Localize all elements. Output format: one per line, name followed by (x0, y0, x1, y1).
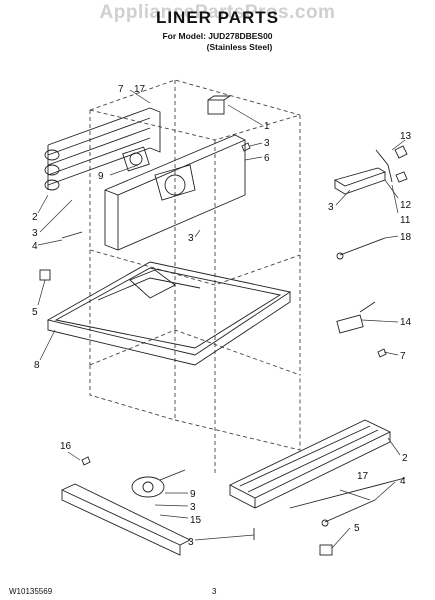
part-4-lower (321, 499, 376, 527)
callout-5: 5 (32, 307, 38, 318)
leader-lines (37, 89, 406, 549)
callout-12: 12 (400, 200, 412, 211)
callout-5: 5 (354, 523, 360, 534)
callout-7: 7 (118, 84, 124, 95)
callout-3: 3 (190, 502, 196, 513)
page-number: 3 (212, 587, 217, 596)
callout-3: 3 (264, 138, 270, 149)
part-4-harness-upper (61, 231, 83, 239)
page-title: LINER PARTS (155, 8, 280, 27)
callout-3: 3 (32, 228, 38, 239)
model-number: For Model: JUD278DBES00 (162, 31, 273, 41)
callout-2: 2 (402, 453, 408, 464)
fan-bracket-15 (61, 483, 192, 556)
screw-7 (377, 348, 387, 358)
callout-3: 3 (328, 202, 334, 213)
watermark: AppliancePartsPros.com (99, 2, 336, 23)
cabinet-outline (89, 79, 301, 475)
part-13-clip (394, 145, 408, 183)
callout-4: 4 (400, 476, 406, 487)
screw-16 (81, 456, 91, 466)
part-14-bracket (336, 301, 376, 334)
callout-13: 13 (400, 131, 412, 142)
callout-18: 18 (400, 232, 412, 243)
callout-8: 8 (34, 360, 40, 371)
callout-15: 15 (190, 515, 202, 526)
fan-motor-lower (131, 469, 186, 498)
callout-9: 9 (190, 489, 196, 500)
condenser-coil-upper (44, 107, 161, 191)
screw-1 (241, 142, 251, 152)
fan-motor-upper (122, 146, 150, 172)
callout-2: 2 (32, 212, 38, 223)
thermostat-1 (207, 95, 232, 115)
callout-17: 17 (134, 84, 146, 95)
callout-1: 1 (264, 121, 270, 132)
part-5-upper (39, 269, 51, 281)
callout-4: 4 (32, 241, 38, 252)
callout-3: 3 (188, 537, 194, 548)
document-number: W10135569 (9, 587, 53, 596)
callout-11: 11 (400, 215, 411, 226)
callout-9: 9 (98, 171, 104, 182)
callout-16: 16 (60, 441, 72, 452)
callout-7: 7 (400, 351, 406, 362)
callout-3: 3 (188, 233, 194, 244)
finish-label: (Stainless Steel) (206, 42, 273, 52)
callout-14: 14 (400, 317, 412, 328)
defrost-heater-lower (228, 419, 406, 509)
part-5-lower (319, 544, 333, 556)
evaporator-cover (104, 134, 246, 251)
callout-17: 17 (357, 471, 369, 482)
callout-6: 6 (264, 153, 270, 164)
liner-tub (46, 261, 292, 366)
part-12-sensor (333, 149, 393, 195)
part-18-harness (336, 237, 386, 260)
